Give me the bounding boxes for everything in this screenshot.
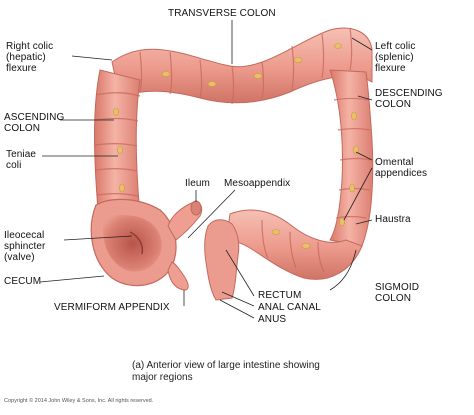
label-anal-canal: ANAL CANAL	[258, 302, 321, 313]
cecum	[90, 198, 177, 287]
label-left-colic-flexure: Left colic (splenic) flexure	[375, 41, 416, 74]
rectum	[204, 219, 240, 301]
label-vermiform-appendix: VERMIFORM APPENDIX	[54, 302, 170, 313]
label-rectum: RECTUM	[258, 290, 302, 301]
label-ileum: Ileum	[185, 178, 210, 189]
label-haustra: Haustra	[375, 214, 411, 225]
label-mesoappendix: Mesoappendix	[224, 178, 291, 189]
label-sigmoid-colon: SIGMOID COLON	[375, 282, 420, 304]
leader-lines	[39, 20, 373, 319]
label-anus: ANUS	[258, 314, 287, 325]
descending-colon	[329, 69, 374, 247]
label-right-colic-flexure: Right colic (hepatic) flexure	[6, 41, 54, 74]
ascending-colon	[94, 69, 141, 216]
label-cecum: CECUM	[4, 276, 42, 287]
label-teniae-coli: Teniae coli	[6, 149, 37, 171]
copyright-notice: Copyright © 2014 John Wiley & Sons, Inc.…	[4, 398, 154, 404]
label-ileocecal-sphincter: Ileocecal sphincter (valve)	[4, 230, 46, 263]
label-omental-appendices: Omental appendices	[375, 157, 428, 179]
omental-appendices	[113, 43, 359, 249]
sigmoid-colon	[225, 209, 363, 280]
label-transverse-colon: TRANSVERSE COLON	[168, 8, 276, 19]
vermiform-appendix	[167, 261, 189, 291]
ileum	[167, 200, 203, 241]
label-ascending-colon: ASCENDING COLON	[4, 112, 65, 134]
label-descending-colon: DESCENDING COLON	[375, 88, 443, 110]
transverse-colon	[111, 27, 373, 105]
figure-caption: (a) Anterior view of large intestine sho…	[132, 360, 320, 383]
